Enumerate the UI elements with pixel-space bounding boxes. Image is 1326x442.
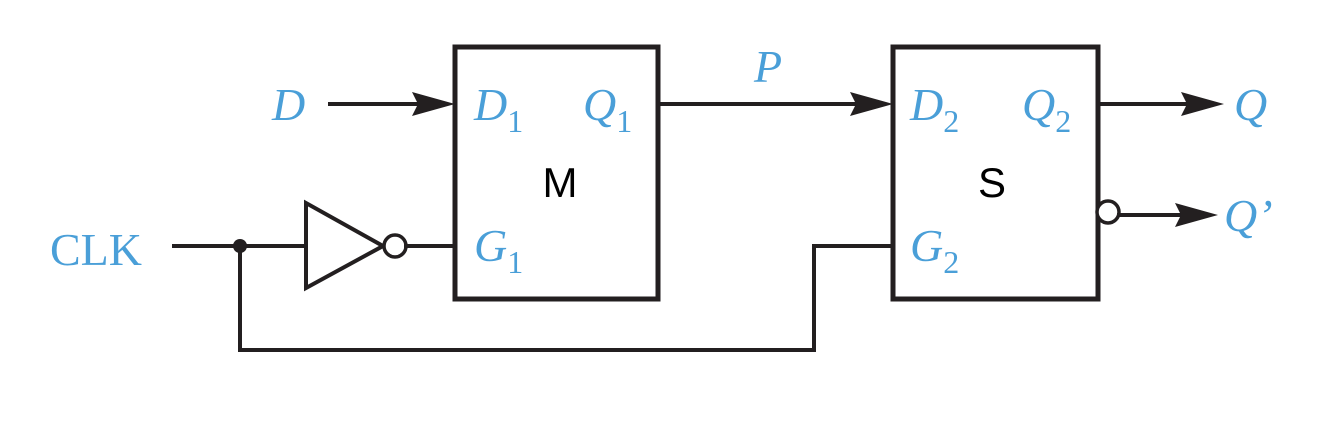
q-prime-output-label: Q’ [1224,190,1273,241]
p-wire-arrow-icon [850,92,893,116]
master-q-pin-label: Q1 [583,79,632,139]
inverter-bubble-icon [382,233,408,259]
d-input-label: D [271,79,305,130]
slave-q-pin-label: Q2 [1022,79,1071,139]
q-prime-bubble-icon [1095,199,1121,225]
clk-input-label: CLK [50,224,142,275]
master-block-name: M [543,159,578,206]
d-input-arrow-icon [412,92,455,116]
master-block [452,44,661,302]
slave-block-name: S [978,159,1006,206]
q-output-label: Q [1234,79,1267,130]
clk-to-g2-wire [238,244,895,352]
master-g-pin-label: G1 [474,220,523,280]
q-prime-arrow-icon [1175,203,1218,227]
slave-d-pin-label: D2 [909,79,959,139]
q-output-arrow-icon [1181,92,1224,116]
p-signal-label: P [753,41,782,92]
master-d-pin-label: D1 [473,79,523,139]
inverter-icon [304,199,388,292]
slave-g-pin-label: G2 [910,220,959,280]
slave-block [890,44,1101,302]
